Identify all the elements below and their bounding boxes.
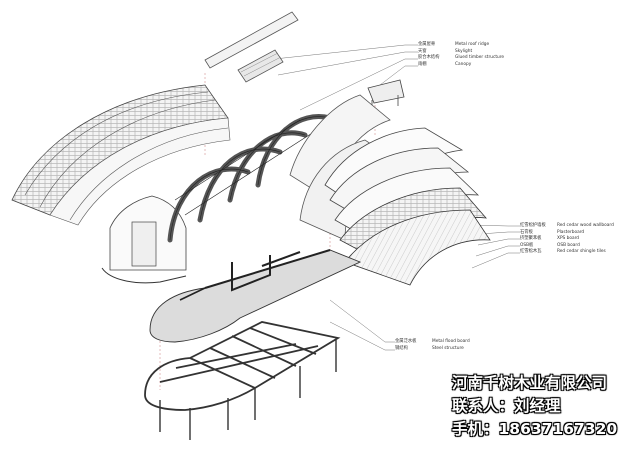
label-leaders xyxy=(264,44,520,351)
canopy-part xyxy=(367,79,405,110)
steel-posts xyxy=(159,340,337,440)
contact-person: 联系人：刘经理 xyxy=(452,397,561,415)
contact-watermark: 河南千树木业有限公司 联系人：刘经理 手机：18637167320 xyxy=(452,372,634,441)
front-end-wall xyxy=(101,195,187,284)
contact-phone: 手机：18637167320 xyxy=(452,420,618,438)
skylight-part xyxy=(204,11,299,83)
timber-arch-outline xyxy=(169,116,331,241)
right-wall-layers xyxy=(324,127,491,286)
company-name: 河南千树木业有限公司 xyxy=(452,374,608,392)
steel-structure xyxy=(144,321,341,411)
outer-roof-shell xyxy=(11,84,231,226)
floor-platform xyxy=(149,249,362,343)
